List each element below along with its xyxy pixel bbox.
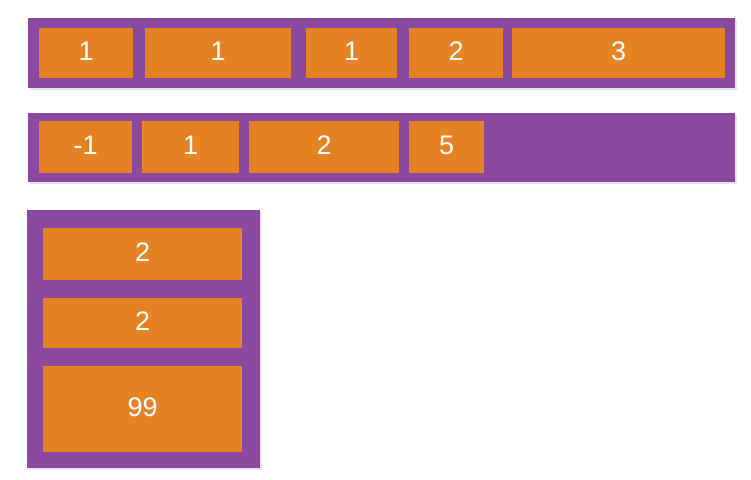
flex-item-grow-value: 3 <box>512 28 725 78</box>
flex-item-grow-value: 99 <box>43 366 242 452</box>
flex-item-grow-value: 2 <box>249 121 399 173</box>
flex-container-row-1: 1 1 1 2 3 <box>28 18 735 88</box>
flex-item-grow-value: -1 <box>39 121 132 173</box>
flex-item-grow-value: 5 <box>409 121 484 173</box>
flex-item-grow-value: 1 <box>39 28 133 78</box>
flex-container-row-2: -1 1 2 5 <box>28 113 735 182</box>
flex-item-grow-value: 2 <box>409 28 503 78</box>
flex-item-grow-value: 1 <box>142 121 239 173</box>
flex-container-column: 2 2 99 <box>27 210 260 468</box>
flex-item-grow-value: 2 <box>43 228 242 280</box>
flex-item-grow-value: 1 <box>306 28 397 78</box>
flex-item-grow-value: 2 <box>43 298 242 348</box>
flex-item-grow-value: 1 <box>145 28 291 78</box>
